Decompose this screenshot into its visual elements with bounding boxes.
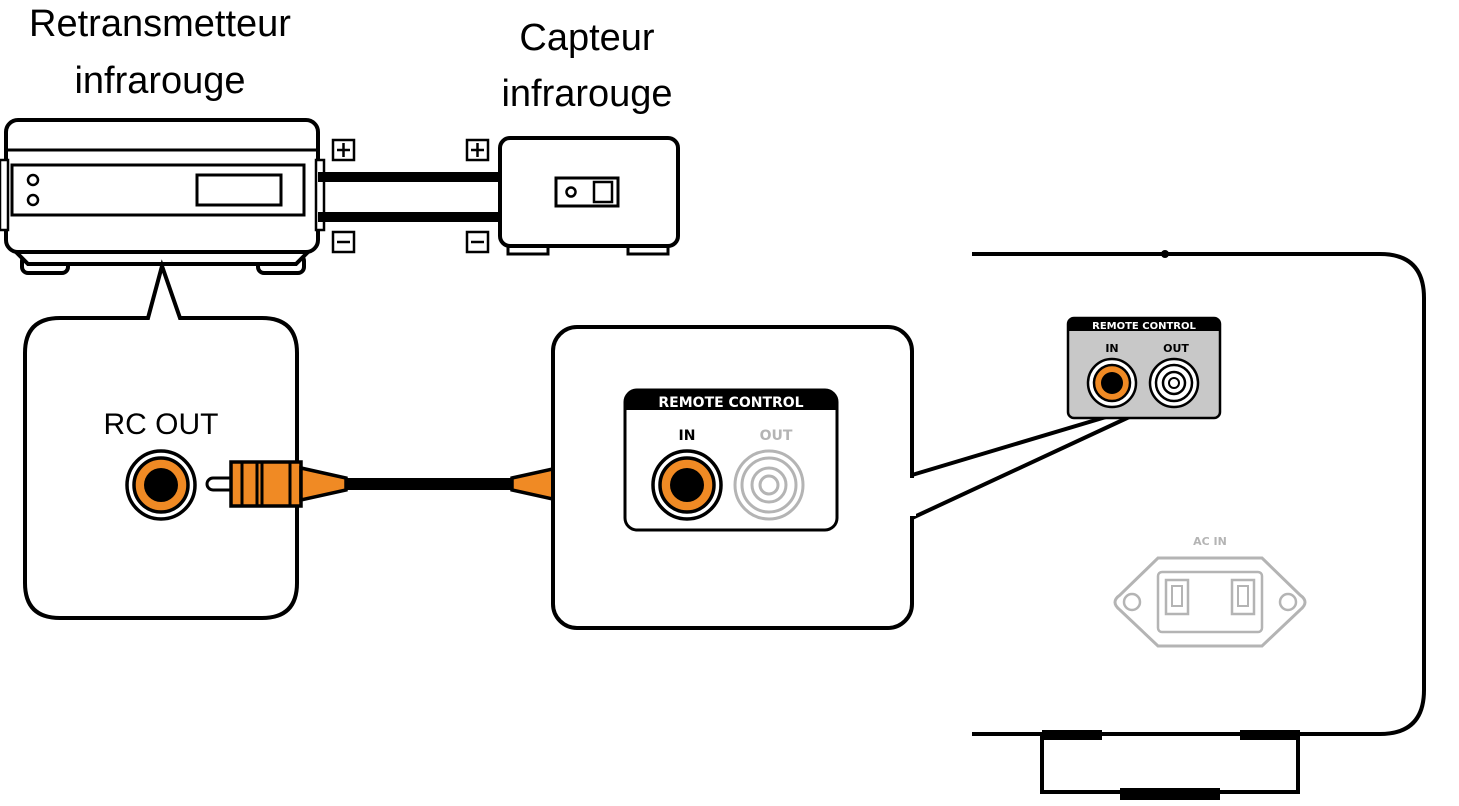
remote-control-panel-zoom: REMOTE CONTROL IN OUT [623, 388, 839, 532]
in-label-zoom: IN [679, 428, 696, 444]
ir-wires [318, 172, 502, 222]
sensor-minus-terminal [465, 230, 490, 254]
ir-sensor-device [498, 136, 680, 256]
retransmitter-label-line2: infrarouge [74, 60, 245, 102]
in-jack-zoom [651, 449, 723, 521]
retransmitter-plus-terminal [331, 138, 356, 162]
out-jack [1148, 357, 1200, 409]
remote-control-title: REMOTE CONTROL [1092, 321, 1196, 332]
in-jack [1086, 357, 1138, 409]
ir-retransmitter-device [0, 118, 326, 275]
rc-out-callout [23, 259, 299, 620]
ac-in-label: AC IN [1193, 535, 1227, 548]
sensor-label-line1: Capteur [519, 17, 655, 59]
sensor-label-line2: infrarouge [501, 73, 672, 115]
remote-control-title-zoom: REMOTE CONTROL [658, 395, 803, 411]
sensor-plus-terminal [465, 138, 490, 162]
rc-out-jack [125, 449, 197, 521]
amplifier-rear-panel [972, 250, 1426, 800]
out-label: OUT [1163, 342, 1189, 355]
rc-out-label: RC OUT [104, 408, 219, 441]
retransmitter-label-line1: Retransmetteur [29, 3, 291, 45]
remote-control-panel: REMOTE CONTROL IN OUT [1066, 316, 1222, 420]
ac-in-inlet: AC IN [1113, 535, 1307, 648]
out-jack-zoom [733, 449, 805, 521]
out-label-zoom: OUT [760, 428, 793, 444]
retransmitter-minus-terminal [331, 230, 356, 254]
in-label: IN [1105, 342, 1118, 355]
